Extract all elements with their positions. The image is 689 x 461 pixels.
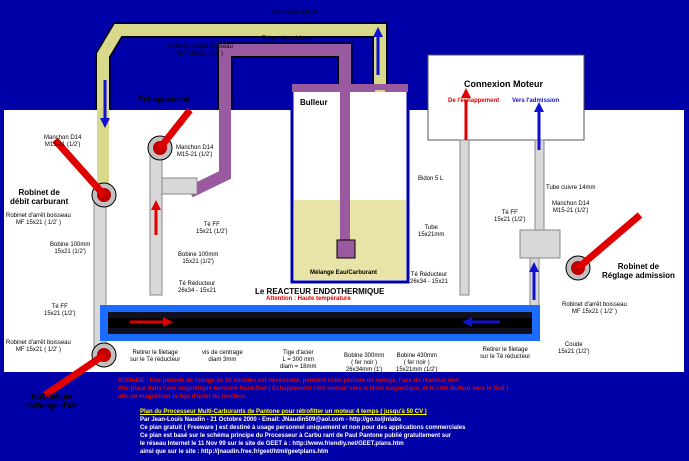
- bobine-300-label: Bobine 300mm ( fer noir ) 26x34mm (1'): [344, 353, 385, 373]
- connexion-moteur-label: Connexion Moteur: [464, 79, 543, 89]
- motor-connection-box: [427, 54, 585, 141]
- credit-line-5: le réseau Internet le 11 Nov 99 sur le s…: [140, 441, 404, 447]
- bobine-430-label: Bobine 430mm ( fer noir ) 15x21mm (1/2'): [396, 353, 438, 373]
- credit-line-6: ainsi que sur le site : http://jnaudin.f…: [140, 449, 329, 455]
- valve-top-label: Robinet d'arrêt boisseau MF 15x21 ( 1/2'…: [168, 44, 233, 57]
- de-echappement-label: De l'échappement: [448, 98, 500, 104]
- credit-line-4: Ce plan est basé sur le schéma principe …: [140, 433, 452, 439]
- manchon-right-label: Manchon D14 M15-21 (1/2'): [552, 201, 590, 214]
- reacteur-title: Le REACTEUR ENDOTHERMIQUE: [255, 287, 385, 296]
- retirer-left-label: Retirer le filetage sur le Té réducteur: [130, 350, 181, 363]
- manchon-mid-label: Manchon D14 M15-21 (1/2'): [176, 145, 214, 158]
- bobine-100-mid-label: Bobine 100mm 15x21 (1/2'): [178, 252, 219, 265]
- rodage-line-1: RODAGE : Une période de rodage de 20 min…: [118, 378, 459, 384]
- te-ff-mid-label: Té FF 15x21 (1/2'): [196, 222, 228, 235]
- te-ff-right-label: Té FF 15x21 (1/2'): [494, 210, 526, 223]
- echappement-label: Echappement: [138, 95, 191, 104]
- robinet-arret-bottom-label: Robinet d'arrêt boisseau MF 15x21 ( 1/2'…: [6, 340, 71, 353]
- te-ff-left-label: Té FF 15x21 (1/2'): [44, 304, 76, 317]
- melange-label: Mélange Eau/Carburant: [310, 270, 378, 276]
- rodage-line-3: afin de magnétiser la tige d'acier du ré…: [118, 394, 247, 400]
- credit-line-2: Par Jean-Louis Naudin - 21 Octobre 2000 …: [140, 417, 402, 423]
- credit-line-1: Plan du Processeur Multi-Carburants de P…: [140, 409, 427, 415]
- robinet-arret-right-label: Robinet d'arrêt boisseau MF 15x21 ( 1/2'…: [562, 302, 627, 315]
- bidon-label: Bidon 5 L: [418, 176, 444, 182]
- rodage-line-2: être placé dans l'axe magnétique terrest…: [118, 386, 509, 392]
- vers-admission-label: Vers l'admission: [512, 98, 560, 104]
- attention-label: Attention : Haute température: [266, 296, 351, 302]
- tube-mid-label: Tube cuivre 14mm: [262, 36, 312, 42]
- robinet-arret-left-label: Robinet d'arrêt boisseau MF 15x21 ( 1/2'…: [6, 213, 71, 226]
- retirer-right-label: Retirer le filetage sur le Té réducteur: [480, 347, 531, 360]
- tige-label: Tige d'acier L = 300 mm diam = 18mm: [280, 350, 317, 370]
- manchon-left-label: Manchon D14 M15-21 (1/2'): [44, 135, 82, 148]
- bulleur-label: Bulleur: [300, 98, 328, 107]
- robinet-melange-label: Robinet de mélange d'air: [26, 392, 78, 410]
- te-reducteur-left-label: Té Réducteur 26x34 - 15x21: [178, 281, 217, 294]
- robinet-reglage-label: Robinet de Réglage admission: [602, 262, 675, 280]
- robinet-debit-label: Robinet de débit carburant: [10, 188, 69, 206]
- tube-15-label: Tube 15x21mm: [418, 225, 445, 238]
- te-reducteur-right-label: Té Réducteur 26x34 - 15x21: [410, 272, 449, 285]
- vis-label: vis de centrage diam 3mm: [202, 350, 243, 363]
- bobine-100-left-label: Bobine 100mm 15x21 (1/2'): [50, 242, 91, 255]
- tube-top-label: Tube cuivre 14mm: [268, 10, 318, 16]
- tube-cuivre-right-label: Tube cuivre 14mm: [546, 185, 596, 191]
- credit-line-3: Ce plan gratuit ( Freeware ) est destiné…: [140, 425, 466, 431]
- coude-label: Coude 15x21 (1/2'): [558, 342, 590, 355]
